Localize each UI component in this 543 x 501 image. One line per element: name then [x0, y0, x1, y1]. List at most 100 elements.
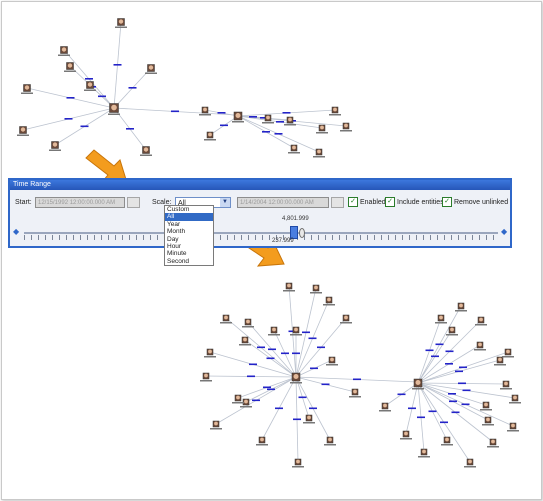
person-photo-icon[interactable]	[475, 316, 487, 326]
person-photo-icon[interactable]	[140, 146, 152, 157]
person-photo-icon[interactable]	[324, 436, 336, 446]
person-photo-icon[interactable]	[58, 46, 70, 57]
end-date-field[interactable]: 1/14/2004 12:00:00.000 AM	[237, 197, 329, 208]
person-photo-icon[interactable]	[379, 402, 391, 412]
person-photo-icon[interactable]	[507, 422, 519, 432]
person-photo-icon[interactable]	[256, 436, 268, 446]
calendar-icon[interactable]	[127, 197, 140, 208]
scale-dropdown-list[interactable]: Custom All Year Month Day Hour Minute Se…	[164, 205, 214, 267]
person-photo-icon[interactable]	[326, 356, 338, 366]
person-photo-icon[interactable]	[316, 124, 328, 134]
link-label	[260, 117, 268, 119]
scale-option[interactable]: Day	[167, 235, 179, 243]
link-label	[217, 112, 226, 114]
link-label	[263, 386, 271, 389]
link-label	[428, 410, 437, 413]
person-photo-icon[interactable]	[494, 356, 506, 366]
person-photo-icon[interactable]	[220, 314, 232, 324]
person-photo-icon[interactable]	[204, 131, 216, 141]
link-label	[249, 363, 257, 366]
person-photo-icon[interactable]	[340, 314, 352, 324]
slider-end-icon[interactable]: ◆	[501, 227, 508, 236]
person-photo-icon[interactable]	[474, 341, 486, 351]
link-label	[126, 128, 134, 130]
person-photo-icon[interactable]	[412, 378, 424, 390]
time-slider-track[interactable]	[24, 232, 498, 234]
person-photo-icon[interactable]	[288, 144, 300, 154]
person-photo-icon[interactable]	[17, 126, 29, 137]
link-label	[98, 95, 106, 98]
person-photo-icon[interactable]	[441, 436, 453, 446]
person-photo-icon[interactable]	[210, 420, 222, 430]
person-photo-icon[interactable]	[64, 62, 76, 73]
link-label	[66, 97, 75, 99]
person-photo-icon[interactable]	[284, 116, 296, 126]
person-photo-icon[interactable]	[446, 326, 458, 336]
person-photo-icon[interactable]	[268, 326, 280, 336]
person-photo-icon[interactable]	[262, 114, 274, 124]
scale-option[interactable]: Year	[167, 220, 181, 228]
person-photo-icon[interactable]	[487, 438, 499, 448]
chevron-down-icon[interactable]: ▼	[220, 198, 230, 207]
person-photo-icon[interactable]	[509, 394, 521, 404]
link-label	[247, 375, 255, 378]
person-photo-icon[interactable]	[115, 18, 127, 29]
graph-link-labels	[64, 64, 471, 424]
person-photo-icon[interactable]	[323, 296, 335, 306]
scale-option[interactable]: Hour	[167, 242, 182, 250]
person-photo-icon[interactable]	[455, 302, 467, 312]
person-photo-icon[interactable]	[400, 430, 412, 440]
enabled-checkbox[interactable]: ✓Enabled	[348, 197, 386, 209]
person-photo-icon[interactable]	[242, 318, 254, 328]
graph-nodes	[17, 18, 521, 468]
person-photo-icon[interactable]	[290, 326, 302, 336]
slider-thumb[interactable]	[290, 226, 298, 239]
calendar-icon[interactable]	[331, 197, 344, 208]
person-photo-icon[interactable]	[84, 81, 96, 92]
person-photo-icon[interactable]	[21, 84, 33, 95]
person-photo-icon[interactable]	[49, 141, 61, 152]
person-photo-icon[interactable]	[290, 372, 302, 384]
person-photo-icon[interactable]	[232, 394, 244, 404]
link-label	[268, 348, 276, 351]
scale-option[interactable]: Minute	[167, 250, 187, 258]
person-photo-icon[interactable]	[145, 64, 157, 75]
person-photo-icon[interactable]	[435, 314, 447, 324]
checkmark-icon: ✓	[348, 197, 358, 208]
person-photo-icon[interactable]	[283, 282, 295, 292]
person-photo-icon[interactable]	[500, 380, 512, 390]
person-photo-icon[interactable]	[239, 336, 251, 346]
slider-start-icon[interactable]: ◆	[13, 227, 20, 236]
person-photo-icon[interactable]	[108, 103, 120, 116]
link-label	[302, 331, 310, 334]
person-photo-icon[interactable]	[329, 106, 341, 116]
start-date-field[interactable]: 12/15/1992 12:00:00.000 AM	[35, 197, 125, 208]
person-photo-icon[interactable]	[502, 348, 514, 358]
scale-option[interactable]: Custom	[167, 206, 190, 213]
person-photo-icon[interactable]	[204, 348, 216, 358]
scale-option[interactable]: All	[165, 213, 213, 221]
person-photo-icon[interactable]	[310, 284, 322, 294]
person-photo-icon[interactable]	[200, 372, 212, 382]
person-photo-icon[interactable]	[482, 416, 494, 426]
person-photo-icon[interactable]	[292, 458, 304, 468]
link-label	[431, 355, 439, 358]
link-label	[220, 124, 228, 127]
person-photo-icon[interactable]	[232, 111, 244, 123]
person-photo-icon[interactable]	[464, 458, 476, 468]
person-photo-icon[interactable]	[313, 148, 325, 158]
person-photo-icon[interactable]	[199, 106, 211, 116]
person-photo-icon[interactable]	[340, 122, 352, 132]
person-photo-icon[interactable]	[240, 398, 252, 408]
person-photo-icon[interactable]	[480, 401, 492, 411]
scale-option[interactable]: Month	[167, 228, 186, 236]
person-photo-icon[interactable]	[303, 414, 315, 424]
remove-unlinked-checkbox[interactable]: ✓Remove unlinked	[442, 197, 508, 209]
person-photo-icon[interactable]	[418, 448, 430, 458]
scale-option[interactable]: Second	[167, 257, 190, 265]
link-label	[309, 407, 317, 410]
include-entities-checkbox[interactable]: ✓Include entities	[385, 197, 444, 209]
slider-range-handle[interactable]	[299, 228, 305, 238]
person-photo-icon[interactable]	[349, 388, 361, 398]
